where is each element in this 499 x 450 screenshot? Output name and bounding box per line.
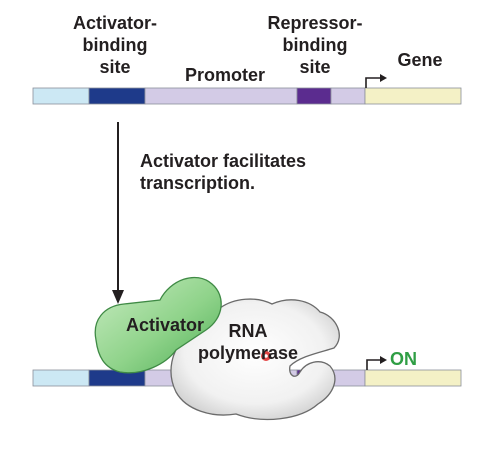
- top-promoter-region: [144, 87, 298, 105]
- bottom-gene-region: [364, 369, 462, 387]
- rna-polymerase-label: RNA polymerase: [197, 321, 299, 363]
- top-promoter-tail: [330, 87, 366, 105]
- rna-polymerase-shape: [170, 298, 340, 421]
- caption-text: Activator facilitates transcription.: [140, 151, 307, 193]
- activator-protein-shape: [94, 276, 222, 374]
- repressor-binding-site-label: Repressor- binding site: [267, 13, 363, 77]
- bottom-upstream-region: [32, 369, 90, 387]
- bottom-arrowhead: [380, 356, 387, 364]
- top-repressor-binding-site: [296, 87, 332, 105]
- bottom-transcription-start-arrow: [366, 359, 380, 370]
- on-status-label: ON: [390, 349, 417, 369]
- polymerase-marker-center: [264, 354, 268, 358]
- top-gene-region: [364, 87, 462, 105]
- activator-binding-site-label: Activator- binding site: [72, 13, 157, 77]
- top-upstream-region: [32, 87, 90, 105]
- top-transcription-start-arrow: [365, 77, 380, 88]
- down-arrowhead: [112, 290, 124, 304]
- bottom-promoter-tail: [330, 369, 366, 387]
- promoter-label: Promoter: [184, 65, 265, 85]
- gene-label: Gene: [397, 50, 443, 70]
- activator-label: Activator: [125, 315, 205, 335]
- top-arrowhead: [380, 74, 387, 82]
- top-dna-strand: [32, 87, 462, 105]
- top-activator-binding-site: [88, 87, 146, 105]
